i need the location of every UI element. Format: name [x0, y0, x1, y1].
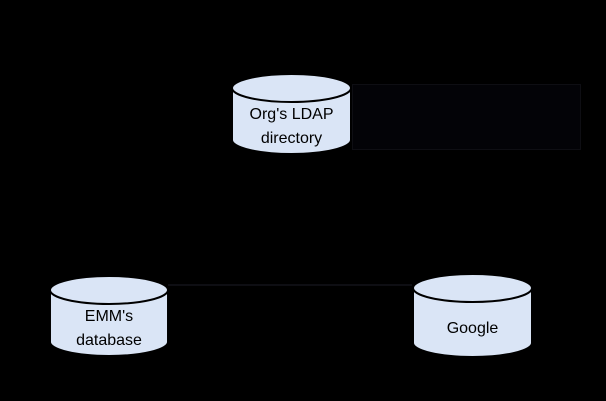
database-cylinder-icon	[49, 275, 169, 357]
faint-hidden-rectangle	[352, 84, 581, 150]
database-cylinder-icon	[412, 273, 533, 358]
node-emm-database: EMM's database	[49, 275, 169, 357]
node-google: Google	[412, 273, 533, 358]
faint-connector-line	[168, 284, 412, 286]
database-cylinder-icon	[231, 73, 352, 155]
node-ldap-directory: Org's LDAP directory	[231, 73, 352, 155]
